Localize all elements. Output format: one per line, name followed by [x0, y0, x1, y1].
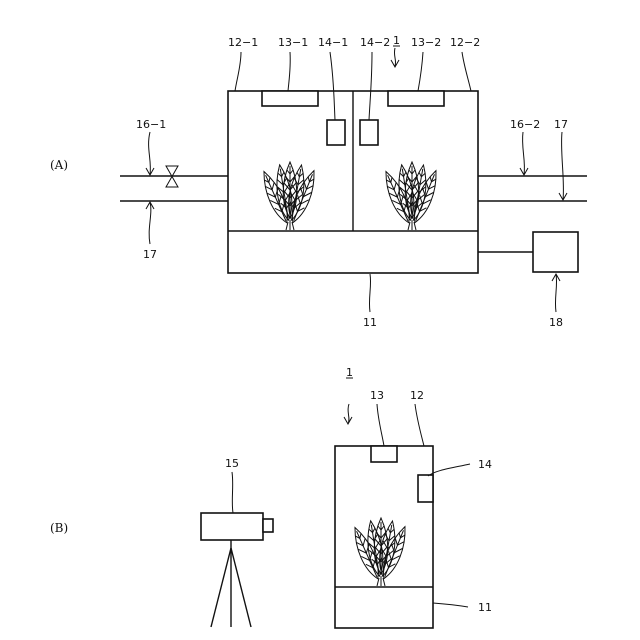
ref-11-b: 11: [478, 601, 492, 614]
tripod-leg-left: [211, 548, 231, 627]
ref-13-1: 13−1: [278, 36, 308, 49]
leader-13-2: [418, 52, 423, 91]
ref-14-1: 14−1: [318, 36, 348, 49]
leader-12-2: [462, 52, 471, 91]
leader-12-1: [235, 52, 241, 91]
leader-14: [428, 464, 470, 476]
light-unit-13: [371, 446, 397, 462]
ref-1-a: 1: [393, 34, 400, 47]
sensor-14-1: [327, 120, 345, 145]
leader-1-b-arrow: [344, 404, 352, 424]
camera-lens-15: [263, 519, 273, 532]
tripod-leg-right: [231, 548, 251, 627]
ref-15: 15: [225, 457, 239, 470]
leader-16-1: [146, 132, 154, 175]
panel-a-label: (A): [50, 158, 68, 172]
ref-16-2: 16−2: [510, 118, 540, 131]
ref-17-left: 17: [143, 248, 157, 261]
sensor-14-2: [360, 120, 378, 145]
leader-13: [377, 404, 384, 446]
ref-12-2: 12−2: [450, 36, 480, 49]
ref-13-2: 13−2: [411, 36, 441, 49]
panel-b-label: (B): [50, 521, 68, 535]
panel-b: (B) 1 13 12 14 15 11: [50, 366, 492, 628]
leader-16-2: [520, 132, 528, 175]
ref-18: 18: [549, 316, 563, 329]
light-unit-13-2: [388, 91, 444, 106]
control-unit-18: [533, 232, 578, 272]
leader-15: [232, 472, 233, 513]
leader-12: [415, 404, 424, 446]
leader-17-right: [559, 132, 567, 200]
ref-13: 13: [370, 389, 384, 402]
leader-17-left: [146, 202, 154, 244]
ref-12-1: 12−1: [228, 36, 258, 49]
leader-11-b: [433, 603, 468, 607]
leader-13-1: [288, 52, 290, 91]
sensor-14: [418, 475, 433, 502]
ref-11-a: 11: [363, 316, 377, 329]
ref-1-b: 1: [346, 366, 353, 379]
ref-14-2: 14−2: [360, 36, 390, 49]
panel-a: (A): [50, 34, 587, 329]
ref-16-1: 16−1: [136, 118, 166, 131]
leader-11-a: [369, 274, 370, 312]
light-unit-13-1: [262, 91, 318, 106]
ref-12: 12: [410, 389, 424, 402]
camera-body-15: [201, 513, 263, 540]
leader-1-arrow: [391, 48, 399, 67]
ref-14: 14: [478, 458, 492, 471]
leader-18: [552, 274, 560, 312]
ref-17-right: 17: [554, 118, 568, 131]
